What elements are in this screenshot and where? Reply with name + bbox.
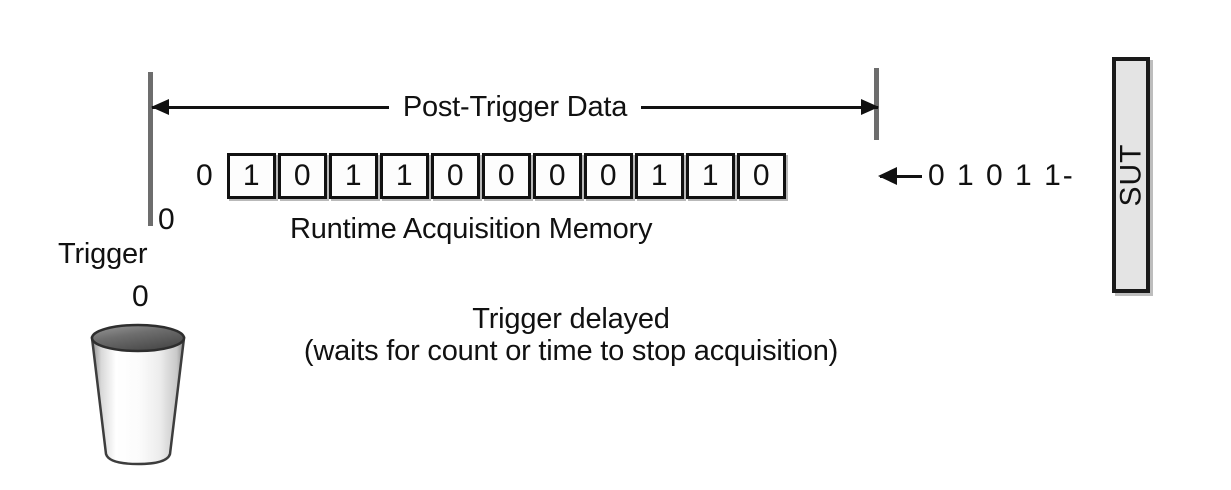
incoming-stream-bits: 0 1 0 1 1- (928, 159, 1075, 192)
data-flow-arrow-icon (880, 174, 922, 178)
span-arrow-left (152, 105, 389, 109)
memory-cell[interactable]: 0 (583, 153, 633, 199)
trigger-delay-caption: Trigger delayed (waits for count or time… (176, 303, 966, 368)
memory-cell[interactable]: 1 (226, 153, 276, 199)
acquisition-memory-row: 0 1 0 1 1 0 0 0 0 1 1 0 (196, 152, 786, 200)
trigger-delay-line-1: Trigger delayed (472, 303, 670, 335)
post-trigger-span: Post-Trigger Data (152, 86, 879, 128)
sut-label: SUT (1114, 143, 1147, 207)
memory-cell[interactable]: 1 (328, 153, 378, 199)
memory-cell[interactable]: 1 (685, 153, 735, 199)
post-trigger-data-label: Post-Trigger Data (402, 90, 628, 123)
trigger-zero-upper: 0 (158, 203, 175, 236)
trigger-boundary-line (148, 72, 153, 226)
memory-cell[interactable]: 0 (430, 153, 480, 199)
memory-prefix-bit: 0 (196, 159, 213, 192)
memory-cell[interactable]: 1 (379, 153, 429, 199)
memory-cell[interactable]: 0 (277, 153, 327, 199)
incoming-data-stream: 0 1 0 1 1- (880, 152, 1075, 200)
memory-cell[interactable]: 0 (736, 153, 786, 199)
memory-cell[interactable]: 1 (634, 153, 684, 199)
bucket-icon (90, 323, 186, 466)
trigger-label: Trigger (58, 238, 148, 270)
memory-cell[interactable]: 0 (532, 153, 582, 199)
sut-box[interactable]: SUT (1112, 57, 1150, 293)
memory-cell[interactable]: 0 (481, 153, 531, 199)
span-arrow-right (641, 105, 879, 109)
memory-caption: Runtime Acquisition Memory (290, 213, 653, 245)
trigger-zero-lower: 0 (132, 280, 149, 313)
memory-cell-list: 1 0 1 1 0 0 0 0 1 1 0 (226, 153, 786, 199)
trigger-delay-line-2: (waits for count or time to stop acquisi… (303, 335, 839, 368)
